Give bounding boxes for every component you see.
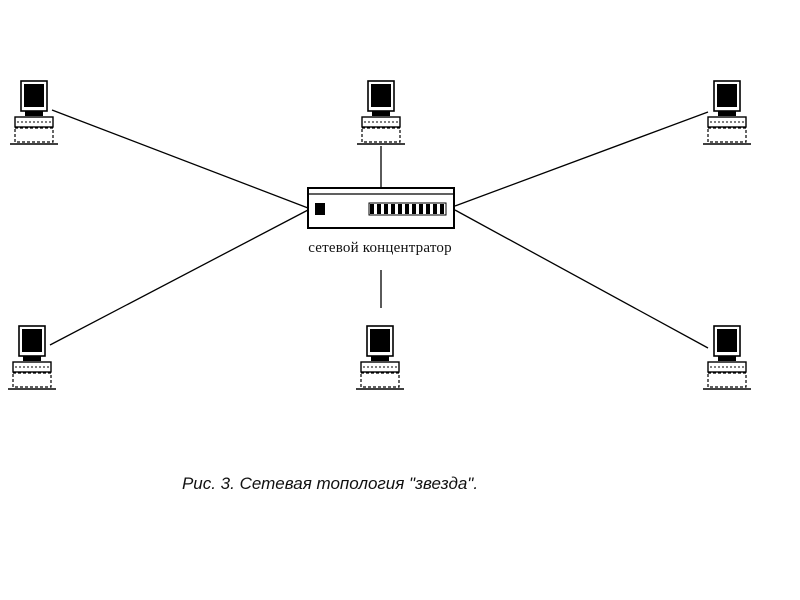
- computer-bottom-left: [7, 325, 57, 390]
- computer-bottom-center: [355, 325, 405, 390]
- computer-top-left: [9, 80, 59, 145]
- computer-icon: [355, 325, 405, 390]
- link-bottom-right: [454, 209, 709, 349]
- computer-icon: [9, 80, 59, 145]
- computer-icon: [702, 80, 752, 145]
- link-bottom-left: [49, 209, 309, 346]
- computer-top-center: [356, 80, 406, 145]
- computer-bottom-right: [702, 325, 752, 390]
- computer-top-right: [702, 80, 752, 145]
- computer-icon: [7, 325, 57, 390]
- link-top-right: [454, 111, 709, 207]
- computer-icon: [702, 325, 752, 390]
- connections: [49, 109, 709, 349]
- computer-icon: [356, 80, 406, 145]
- hub-label: сетевой концентратор: [308, 240, 452, 256]
- link-top-left: [51, 109, 309, 209]
- network-hub-icon: [307, 187, 455, 229]
- figure-caption: Рис. 3. Сетевая топология "звезда".: [181, 474, 479, 493]
